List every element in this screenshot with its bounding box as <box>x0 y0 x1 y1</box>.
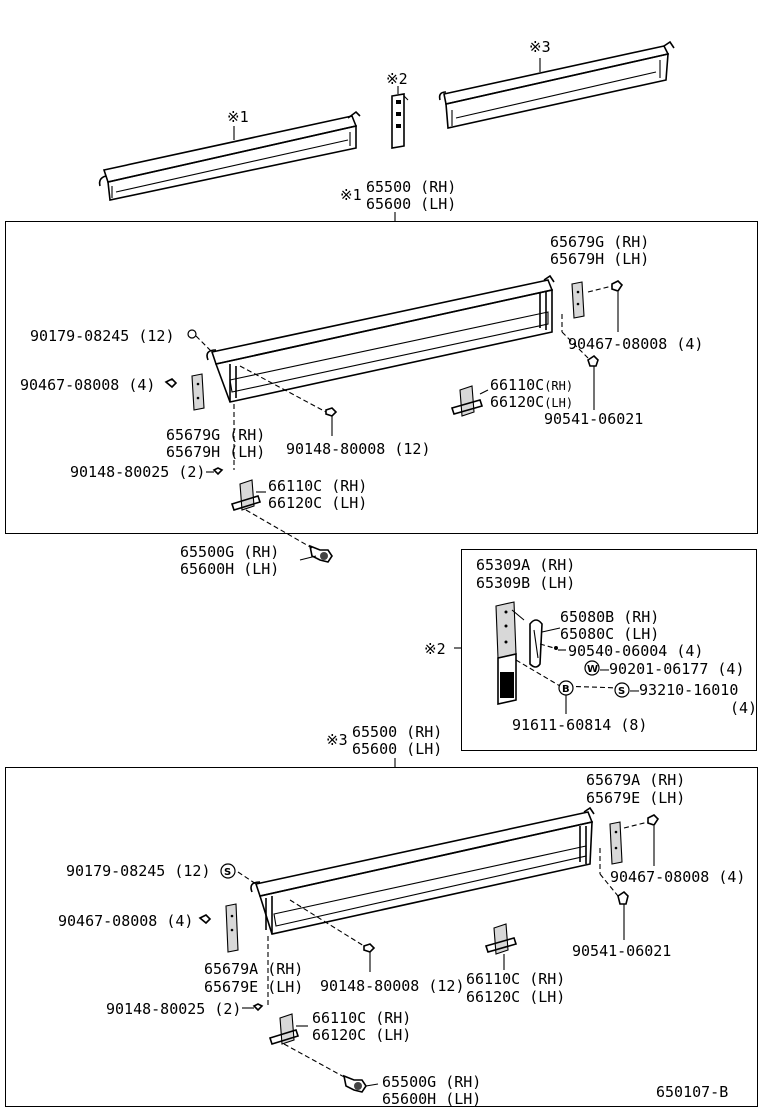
p2-spring: –93210-16010 <box>630 681 739 699</box>
p3-hinge-mid-rh: 66110C (RH) <box>466 970 566 988</box>
panel1-part-lh: 65600 (LH) <box>366 195 457 213</box>
bolt-ul-1 <box>187 329 213 353</box>
outside1-bolt-rh: 65500G (RH) <box>180 543 280 561</box>
mark3-label: ※3 <box>529 38 551 56</box>
p1-bracket-top-lh: 65679H (LH) <box>550 250 650 268</box>
p1-hinge-mid-rh: 66110C(RH) <box>490 376 574 394</box>
side-panel-3-overview <box>438 40 675 129</box>
side-panel-1-overview <box>98 110 361 201</box>
p3-bracket-top-lh: 65679E (LH) <box>586 789 686 807</box>
plug-right-3 <box>623 814 660 866</box>
svg-text:S: S <box>618 686 625 697</box>
hinge-mid-1 <box>450 385 489 417</box>
figure-code: 650107-B <box>656 1083 729 1101</box>
p3-hinge-low-rh: 66110C (RH) <box>312 1009 412 1027</box>
p3-pin-right: 90541-06021 <box>572 942 672 960</box>
bolt-outside-1 <box>299 544 333 563</box>
p1-plug-left: 90467-08008 (4) <box>20 376 156 394</box>
leader-handle <box>541 627 561 633</box>
bracket-top-3 <box>609 821 623 865</box>
p3-hinge-mid-lh: 66120C (LH) <box>466 988 566 1006</box>
p2-handle-lh: 65080C (LH) <box>560 625 660 643</box>
p2-bolt: 91611-60814 (8) <box>512 716 648 734</box>
p3-bracket-top-rh: 65679A (RH) <box>586 771 686 789</box>
screw-mid-3 <box>289 899 376 972</box>
p1-hinge-mid-lh: 66120C(LH) <box>490 393 574 411</box>
p1-hinge-low-lh: 66120C (LH) <box>268 494 368 512</box>
pin-right-1 <box>561 314 599 410</box>
p3-hinge-low-lh: 66120C (LH) <box>312 1026 412 1044</box>
panel3-part-rh: 65500 (RH) <box>352 723 443 741</box>
bottom-bolt-lh: 65600H (LH) <box>382 1090 482 1108</box>
hinge-mid-3 <box>484 923 518 970</box>
svg-text:B: B <box>562 684 570 695</box>
panel-3-frame <box>5 767 758 1107</box>
bolt-outside-3 <box>342 1074 379 1093</box>
p3-bracket-low-lh: 65679E (LH) <box>204 978 304 996</box>
bracket-top-1 <box>571 281 585 319</box>
p3-spring-symbol: S <box>220 863 236 879</box>
spring-washer-symbol: S <box>614 682 630 698</box>
mark2-label: ※2 <box>386 70 408 88</box>
p2-mark: ※2 <box>424 640 446 658</box>
mark1-label: ※1 <box>227 108 249 126</box>
bolt-ul-3 <box>237 871 257 885</box>
p2-washer: –90201-06177 (4) <box>600 660 745 678</box>
side-panel-3-assembly <box>250 806 595 935</box>
side-panel-1-assembly <box>206 274 555 403</box>
panel1-part-rh: 65500 (RH) <box>366 178 457 196</box>
p2-nut: 90540-06004 (4) <box>568 642 704 660</box>
hinge-low-3 <box>242 936 347 1079</box>
lock-assembly-2 <box>495 601 621 705</box>
hinge-low-1 <box>206 404 313 549</box>
bracket-low-3 <box>198 903 239 953</box>
bracket-low-1 <box>164 373 205 411</box>
mark1-ref: ※1 <box>340 186 362 204</box>
p2-spring-qty: (4) <box>730 699 758 717</box>
p1-bracket-top-rh: 65679G (RH) <box>550 233 650 251</box>
p3-bolt-ul: 90179-08245 (12) <box>66 862 211 880</box>
bottom-bolt-rh: 65500G (RH) <box>382 1073 482 1091</box>
p2-lock-lh: 65309B (LH) <box>476 574 576 592</box>
p3-plug-right: 90467-08008 (4) <box>610 868 746 886</box>
p1-bolt-ul: 90179-08245 (12) <box>30 327 175 345</box>
pin-right-3 <box>599 848 629 940</box>
p1-bracket-low-rh: 65679G (RH) <box>166 426 266 444</box>
mark3-ref: ※3 <box>326 731 348 749</box>
p1-plug-right: 90467-08008 (4) <box>568 335 704 353</box>
p1-bracket-low-lh: 65679H (LH) <box>166 443 266 461</box>
p3-plug-left: 90467-08008 (4) <box>58 912 194 930</box>
screw-mid-1 <box>239 365 338 436</box>
p2-handle-rh: 65080B (RH) <box>560 608 660 626</box>
svg-text:W: W <box>587 664 598 675</box>
p2-lock-rh: 65309A (RH) <box>476 556 576 574</box>
lock-plate-overview <box>391 93 409 149</box>
outside1-bolt-lh: 65600H (LH) <box>180 560 280 578</box>
p1-screw-mid: 90148-80008 (12) <box>286 440 431 458</box>
p1-screw-low: 90148-80025 (2) <box>70 463 206 481</box>
panel-1-frame <box>5 221 758 534</box>
bolt-symbol: B <box>558 680 574 714</box>
p1-hinge-low-rh: 66110C (RH) <box>268 477 368 495</box>
p3-screw-mid: 90148-80008 (12) <box>320 977 465 995</box>
plug-right-1 <box>587 280 624 332</box>
panel3-part-lh: 65600 (LH) <box>352 740 443 758</box>
panel-2-frame <box>461 549 757 751</box>
washer-symbol: W <box>584 660 600 676</box>
p3-screw-low: 90148-80025 (2) <box>106 1000 242 1018</box>
p1-pin-right: 90541-06021 <box>544 410 644 428</box>
p3-bracket-low-rh: 65679A (RH) <box>204 960 304 978</box>
svg-text:S: S <box>224 867 231 878</box>
